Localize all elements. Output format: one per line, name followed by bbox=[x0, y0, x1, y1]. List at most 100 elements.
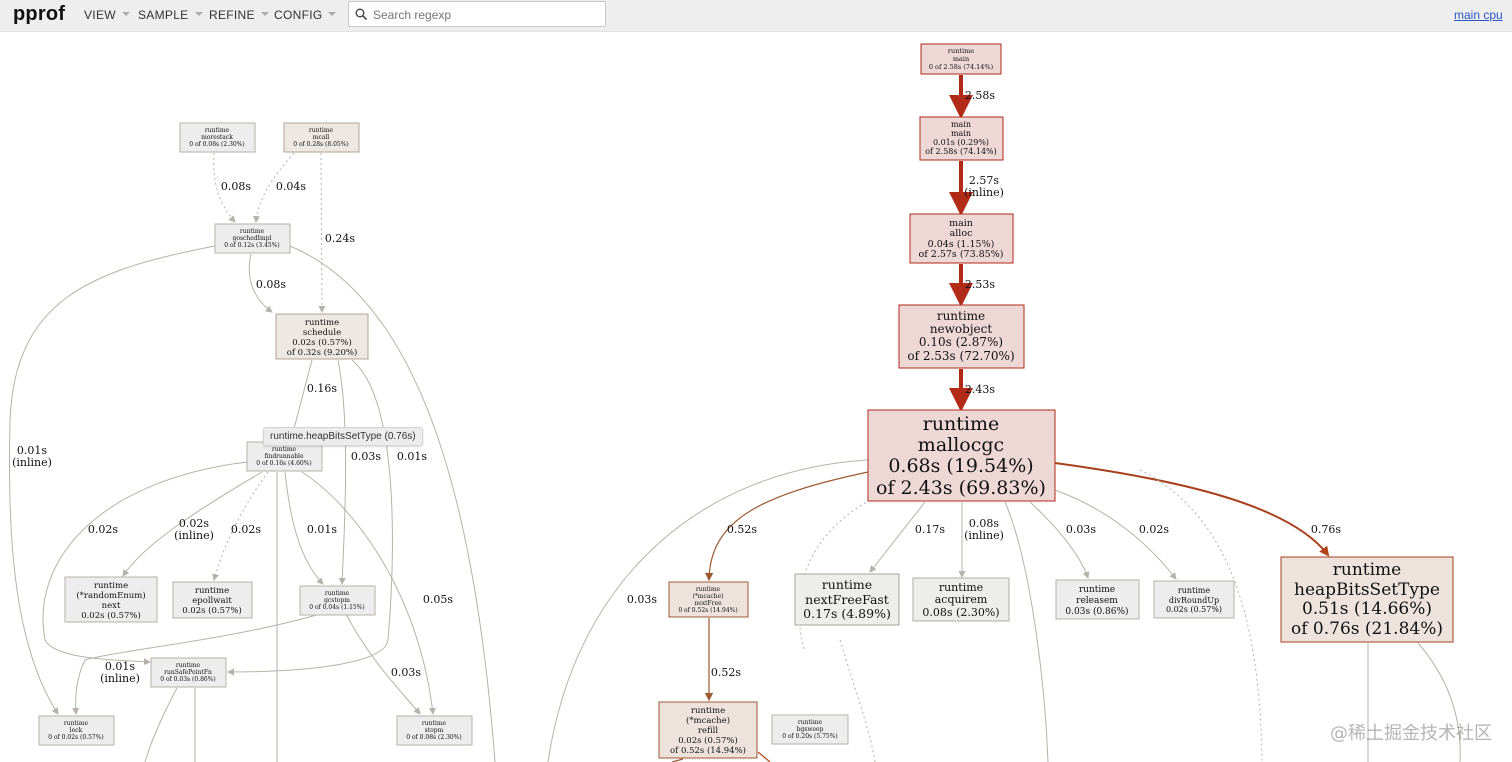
node-label: 0 of 0.12s (3.45%) bbox=[224, 242, 280, 249]
node-label: stopm bbox=[425, 727, 444, 734]
edge[interactable] bbox=[289, 359, 313, 441]
edge[interactable] bbox=[284, 471, 324, 585]
node-runtime-morestack[interactable]: runtime morestack 0 of 0.08s (2.30%) bbox=[179, 122, 256, 153]
edge[interactable] bbox=[798, 499, 871, 653]
node-label: schedule bbox=[303, 328, 341, 338]
edge[interactable] bbox=[704, 471, 869, 582]
node-label: 0 of 0.08s (2.30%) bbox=[406, 734, 462, 741]
node-label: runtime bbox=[1178, 586, 1210, 595]
menu-view[interactable]: VIEW bbox=[84, 8, 130, 22]
edge[interactable] bbox=[757, 751, 771, 762]
node-label: of 2.53s (72.70%) bbox=[907, 349, 1014, 363]
chevron-down-icon bbox=[328, 11, 337, 16]
node-label: runtime bbox=[822, 577, 872, 592]
node-runtime-schedule[interactable]: runtime schedule 0.02s (0.57%) of 0.32s … bbox=[275, 313, 369, 360]
edge[interactable] bbox=[337, 359, 347, 585]
node-runtime-gcstopm[interactable]: runtime gcstopm 0 of 0.04s (1.15%) bbox=[299, 585, 376, 616]
node-runtime-acquirem[interactable]: runtime acquirem 0.08s (2.30%) bbox=[912, 577, 1010, 622]
node-label: (*mcache) bbox=[686, 715, 730, 726]
edge-label: 0.16s bbox=[307, 382, 337, 395]
edge[interactable] bbox=[213, 152, 236, 223]
node-runtime-newobject[interactable]: runtime newobject 0.10s (2.87%) of 2.53s… bbox=[898, 304, 1025, 369]
edge[interactable] bbox=[869, 501, 926, 573]
node-main-main[interactable]: main main 0.01s (0.29%) of 2.58s (74.14%… bbox=[919, 116, 1004, 161]
node-label: runtime bbox=[272, 446, 297, 453]
node-label: morestack bbox=[201, 134, 233, 141]
edge-label: 0.01s bbox=[307, 523, 337, 536]
node-runtime-goschedimpl[interactable]: runtime goschedImpl 0 of 0.12s (3.45%) bbox=[214, 223, 291, 254]
node-label: 0 of 0.28s (8.05%) bbox=[293, 141, 349, 148]
node-runtime-stopm[interactable]: runtime stopm 0 of 0.08s (2.30%) bbox=[396, 715, 473, 746]
node-runtime-findrunnable[interactable]: runtime findrunnable 0 of 0.16s (4.60%) bbox=[246, 441, 323, 472]
node-mcache-refill[interactable]: runtime (*mcache) refill 0.02s (0.57%) o… bbox=[658, 701, 758, 759]
edge-label: 0.02s bbox=[88, 523, 118, 536]
edge-label: 0.17s bbox=[915, 523, 945, 536]
edge-label: 0.03s bbox=[351, 450, 381, 463]
node-label: runtime bbox=[939, 581, 983, 594]
node-label: runtime bbox=[309, 127, 334, 134]
edge[interactable] bbox=[9, 245, 216, 715]
node-runtime-divroundup[interactable]: runtime divRoundUp 0.02s (0.57%) bbox=[1153, 580, 1235, 619]
node-mcache-nextfree[interactable]: runtime (*mcache) nextFree 0 of 0.52s (1… bbox=[668, 581, 749, 618]
edge[interactable] bbox=[248, 253, 273, 313]
edge[interactable] bbox=[301, 471, 436, 715]
edge[interactable] bbox=[42, 461, 248, 666]
edge-label: 0.52s bbox=[711, 666, 741, 679]
menu-sample[interactable]: SAMPLE bbox=[138, 8, 203, 22]
edge-group-cold-right bbox=[547, 459, 1461, 762]
edge-label: 0.03s bbox=[627, 593, 657, 606]
node-runtime-heapbitssettype[interactable]: runtime heapBitsSetType 0.51s (14.66%) o… bbox=[1280, 556, 1454, 643]
node-runtime-bgsweep[interactable]: runtime bgsweep 0 of 0.20s (5.75%) bbox=[771, 714, 849, 745]
node-randomenum-next[interactable]: runtime (*randomEnum) next 0.02s (0.57%) bbox=[64, 576, 158, 623]
edge[interactable] bbox=[1417, 642, 1461, 762]
node-label: mcall bbox=[313, 134, 330, 141]
edge[interactable] bbox=[289, 245, 496, 762]
node-runtime-epollwait[interactable]: runtime epollwait 0.02s (0.57%) bbox=[172, 581, 253, 619]
hover-tooltip: runtime.heapBitsSetType (0.76s) bbox=[263, 427, 423, 446]
node-label: main bbox=[951, 120, 971, 129]
node-runtime-mcall[interactable]: runtime mcall 0 of 0.28s (8.05%) bbox=[283, 122, 360, 153]
profile-link[interactable]: main cpu bbox=[1454, 8, 1503, 22]
menu-refine[interactable]: REFINE bbox=[209, 8, 269, 22]
edge[interactable] bbox=[72, 613, 321, 715]
node-label: findrunnable bbox=[264, 453, 304, 460]
node-runtime-mallocgc[interactable]: runtime mallocgc 0.68s (19.54%) of 2.43s… bbox=[867, 409, 1056, 502]
edge[interactable] bbox=[1029, 501, 1090, 579]
node-runtime-runsafepointfn[interactable]: runtime runSafePointFn 0 of 0.03s (0.86%… bbox=[150, 657, 227, 688]
node-label: 0.02s (0.57%) bbox=[182, 605, 242, 616]
node-label: alloc bbox=[950, 228, 973, 239]
node-label: runtime bbox=[948, 47, 974, 55]
edge[interactable] bbox=[212, 471, 269, 581]
node-label: runtime bbox=[696, 586, 721, 593]
edge-label: (inline) bbox=[174, 529, 214, 542]
node-runtime-nextfreefast[interactable]: runtime nextFreeFast 0.17s (4.89%) bbox=[794, 573, 900, 626]
edge[interactable] bbox=[839, 639, 876, 762]
node-runtime-lock[interactable]: runtime lock 0 of 0.02s (0.57%) bbox=[38, 715, 115, 746]
pprof-logo[interactable]: pprof bbox=[13, 3, 66, 25]
edge-label: 0.52s bbox=[727, 523, 757, 536]
search-input[interactable] bbox=[371, 4, 605, 26]
node-label: 0.02s (0.57%) bbox=[1166, 605, 1222, 614]
node-runtime-main[interactable]: runtime main 0 of 2.58s (74.14%) bbox=[920, 43, 1002, 75]
node-label: 0 of 0.03s (0.86%) bbox=[160, 676, 216, 683]
node-label: of 2.43s (69.83%) bbox=[876, 477, 1046, 499]
edge[interactable] bbox=[253, 152, 295, 223]
edge[interactable] bbox=[144, 687, 178, 762]
edge[interactable] bbox=[1054, 462, 1330, 557]
node-label: runtime bbox=[240, 228, 265, 235]
edge[interactable] bbox=[547, 459, 869, 762]
call-graph[interactable]: 2.58s 2.57s (inline) 2.53s 2.43s 0.76s 0… bbox=[0, 32, 1512, 762]
edge[interactable] bbox=[227, 359, 393, 676]
node-runtime-releasem[interactable]: runtime releasem 0.03s (0.86%) bbox=[1055, 579, 1140, 620]
edge[interactable] bbox=[345, 613, 421, 715]
menu-view-label: VIEW bbox=[84, 8, 116, 22]
edge[interactable] bbox=[1054, 489, 1177, 580]
edge[interactable] bbox=[318, 152, 326, 313]
node-main-alloc[interactable]: main alloc 0.04s (1.15%) of 2.57s (73.85… bbox=[909, 213, 1014, 264]
menu-config[interactable]: CONFIG bbox=[274, 8, 337, 22]
edge[interactable] bbox=[1004, 501, 1049, 762]
edge-label: 0.08s bbox=[969, 517, 999, 530]
search-box[interactable] bbox=[348, 1, 606, 27]
edge[interactable] bbox=[122, 471, 263, 577]
menu-refine-label: REFINE bbox=[209, 8, 255, 22]
